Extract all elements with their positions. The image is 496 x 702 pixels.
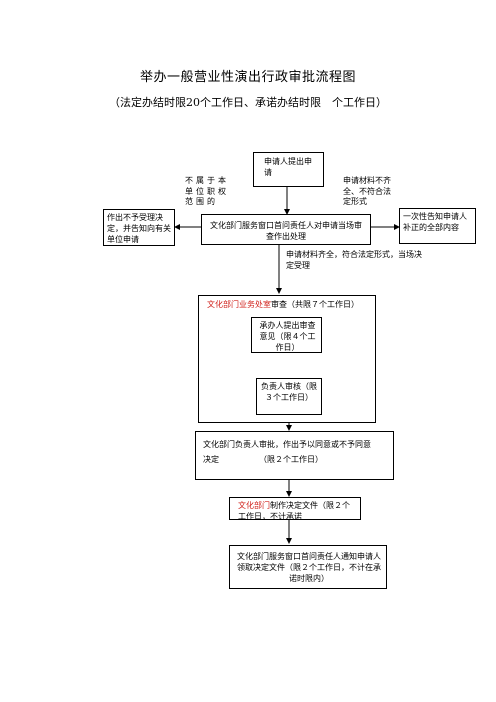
leader-approval-line1: 文化部门负责人审批，作出予以同意或不予同意 (203, 440, 371, 449)
applicant-submit-text: 申请人提出申请 (264, 157, 312, 177)
review-time-limit: 审查（共限７个工作日） (271, 300, 359, 309)
reject-decision-text: 作出不予受理决定，并告知向有关单位申请 (107, 213, 171, 244)
document-department-label: 文化部门 (238, 501, 270, 510)
reject-decision-box: 作出不予受理决定，并告知向有关单位申请 (103, 209, 175, 246)
leader-approval-box: 文化部门负责人审批，作出予以同意或不予同意 决定 （限２个工作日） (195, 431, 394, 480)
notify-pickup-box: 文化部门服务窗口首问责任人通知申请人领取决定文件（限２个工作日，不计在承诺时限内… (229, 545, 387, 589)
reject-condition-note: 不属于本单位职权范围的 (185, 176, 229, 206)
window-reception-text: 文化部门服务窗口首问责任人对申请当场审查作出处理 (210, 221, 362, 241)
handler-opinion-box: 承办人提出审查意见（限４个工作日） (251, 317, 322, 353)
supervisor-review-text: 负责人审核（限３个工作日） (261, 382, 317, 402)
incomplete-condition-note: 申请材料不齐全、不符合法定形式 (343, 176, 391, 206)
notify-pickup-text: 文化部门服务窗口首问责任人通知申请人领取决定文件（限２个工作日，不计在承诺时限内… (237, 552, 381, 583)
window-reception-box: 文化部门服务窗口首问责任人对申请当场审查作出处理 (201, 214, 371, 245)
leader-approval-decision: 决定 (203, 455, 219, 464)
applicant-submit-box: 申请人提出申请 (253, 152, 324, 187)
document-making-box: 文化部门制作决定文件（限２个工作日，不计承诺 (229, 497, 361, 520)
document-making-text: 制作决定文件（限２个工作日，不计承诺 (238, 501, 350, 520)
handler-opinion-text: 承办人提出审查意见（限４个工作日） (259, 321, 316, 352)
incomplete-notice-box: 一次性告知申请人补正的全部内容 (399, 208, 476, 244)
review-department-label: 文化部门业务处室 (207, 300, 271, 309)
leader-approval-line2: 决定 （限２个工作日） (203, 452, 387, 467)
leader-approval-time: （限２个工作日） (259, 455, 323, 464)
page-title: 举办一般营业性演出行政审批流程图 (139, 70, 356, 85)
accept-condition-note: 申请材料齐全，符合法定形式，当场决定受理 (286, 250, 422, 270)
incomplete-notice-text: 一次性告知申请人补正的全部内容 (403, 212, 467, 232)
supervisor-review-box: 负责人审核（限３个工作日） (256, 378, 322, 415)
page-subtitle: （法定办结时限20个工作日、承诺办结时限 个工作日） (109, 96, 387, 109)
